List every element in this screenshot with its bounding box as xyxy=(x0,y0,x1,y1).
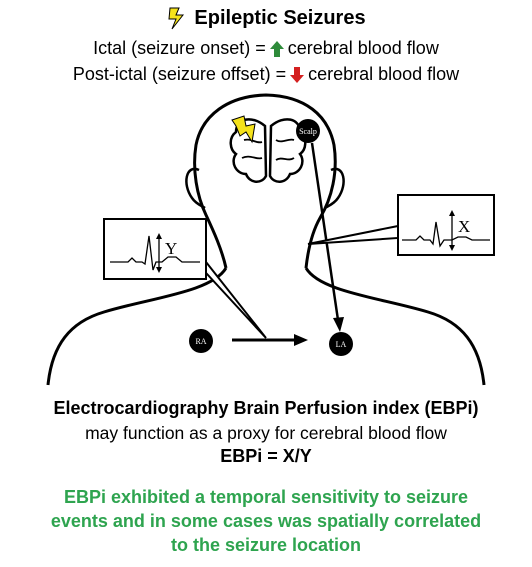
y-label: Y xyxy=(165,239,177,258)
left-shoulder xyxy=(48,268,226,385)
la-label: LA xyxy=(336,340,347,349)
ebpi-formula: EBPi = X/Y xyxy=(0,446,532,467)
ebpi-subtitle: may function as a proxy for cerebral blo… xyxy=(0,423,532,444)
ra-to-la-arrowhead xyxy=(294,334,308,346)
conclusion-line-1: EBPi exhibited a temporal sensitivity to… xyxy=(0,487,532,508)
conclusion-line-3: to the seizure location xyxy=(0,535,532,556)
right-ecg-box xyxy=(398,195,494,255)
right-callout-pointer xyxy=(308,226,398,244)
x-label: X xyxy=(458,217,470,236)
ra-label: RA xyxy=(195,337,206,346)
ebpi-title: Electrocardiography Brain Perfusion inde… xyxy=(0,398,532,419)
head-diagram: Scalp RA LA Y X xyxy=(0,0,532,400)
scalp-label: Scalp xyxy=(299,127,317,136)
left-ecg-box xyxy=(104,219,206,279)
conclusion-line-2: events and in some cases was spatially c… xyxy=(0,511,532,532)
scalp-to-la-arrowhead xyxy=(333,317,344,332)
